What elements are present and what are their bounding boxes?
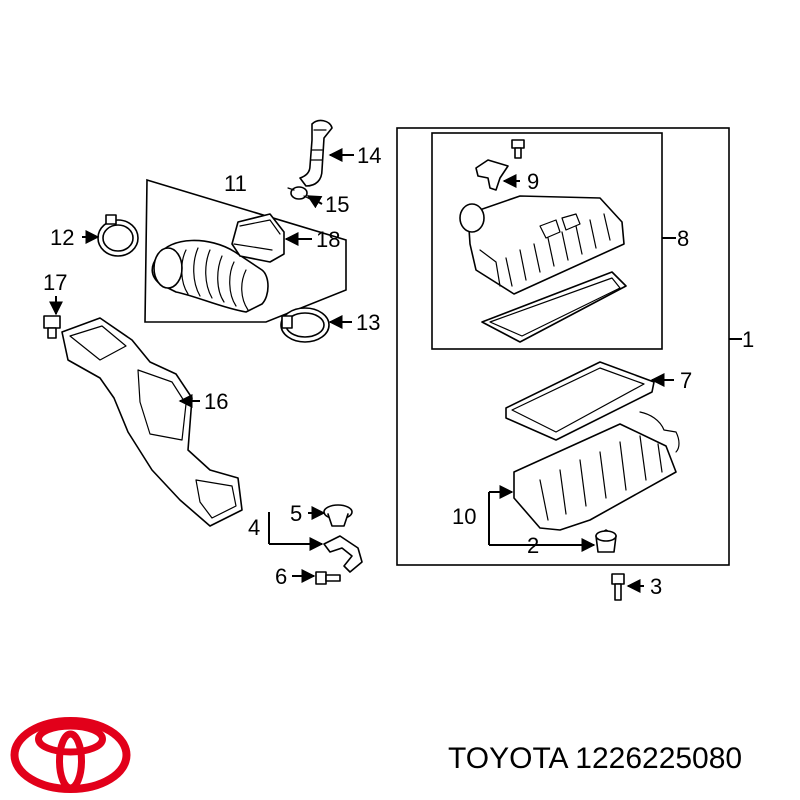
brand-name: TOYOTA (448, 742, 567, 775)
part-11-intake-hose[interactable] (151, 239, 269, 313)
callout-3: 3 (650, 574, 662, 599)
assembly-box-1 (396, 127, 730, 566)
callout-7: 7 (680, 368, 692, 393)
callout-13: 13 (356, 310, 380, 335)
callout-10: 10 (452, 504, 476, 529)
callout-14: 14 (357, 143, 381, 168)
callout-8: 8 (677, 226, 689, 251)
callout-16: 16 (204, 389, 228, 414)
callout-17: 17 (43, 270, 67, 295)
callout-15: 15 (325, 192, 349, 217)
callout-2: 2 (527, 533, 539, 558)
part-10-lower-case[interactable] (513, 411, 680, 531)
part-15-clip[interactable] (287, 186, 311, 200)
leader-lines (49, 148, 742, 593)
part-8-filter-gasket[interactable] (481, 271, 627, 343)
callout-4: 4 (248, 515, 260, 540)
part-16-intake-duct[interactable] (61, 317, 243, 527)
callout-9: 9 (527, 169, 539, 194)
part-8-upper-cover[interactable] (459, 195, 625, 295)
subassembly-box-8 (431, 132, 663, 350)
part-5-grommet[interactable] (323, 504, 353, 527)
part-18-resonator[interactable] (231, 213, 285, 263)
part-3-bolt[interactable] (611, 573, 625, 601)
part-12-clamp[interactable] (97, 214, 139, 257)
part-2-grommet[interactable] (595, 529, 617, 553)
callout-5: 5 (290, 501, 302, 526)
part-7-air-filter[interactable] (505, 361, 655, 441)
part-14-hose[interactable] (299, 119, 333, 187)
part-caption: TOYOTA 1226225080 (448, 742, 742, 776)
callout-6: 6 (275, 564, 287, 589)
hose-group-box-11 (144, 178, 347, 323)
part-9-sensor[interactable] (475, 159, 509, 191)
toyota-logo-icon (10, 717, 131, 793)
part-6-bolt[interactable] (315, 571, 341, 585)
callout-18: 18 (316, 227, 340, 252)
part-4-bracket[interactable] (323, 535, 363, 573)
part-17-bolt[interactable] (43, 315, 61, 339)
callout-1: 1 (742, 327, 754, 352)
part-9-screw[interactable] (511, 139, 525, 159)
part-number: 1226225080 (575, 742, 743, 775)
callout-12: 12 (50, 225, 74, 250)
part-13-clamp[interactable] (280, 307, 330, 343)
callout-11: 11 (224, 171, 247, 196)
